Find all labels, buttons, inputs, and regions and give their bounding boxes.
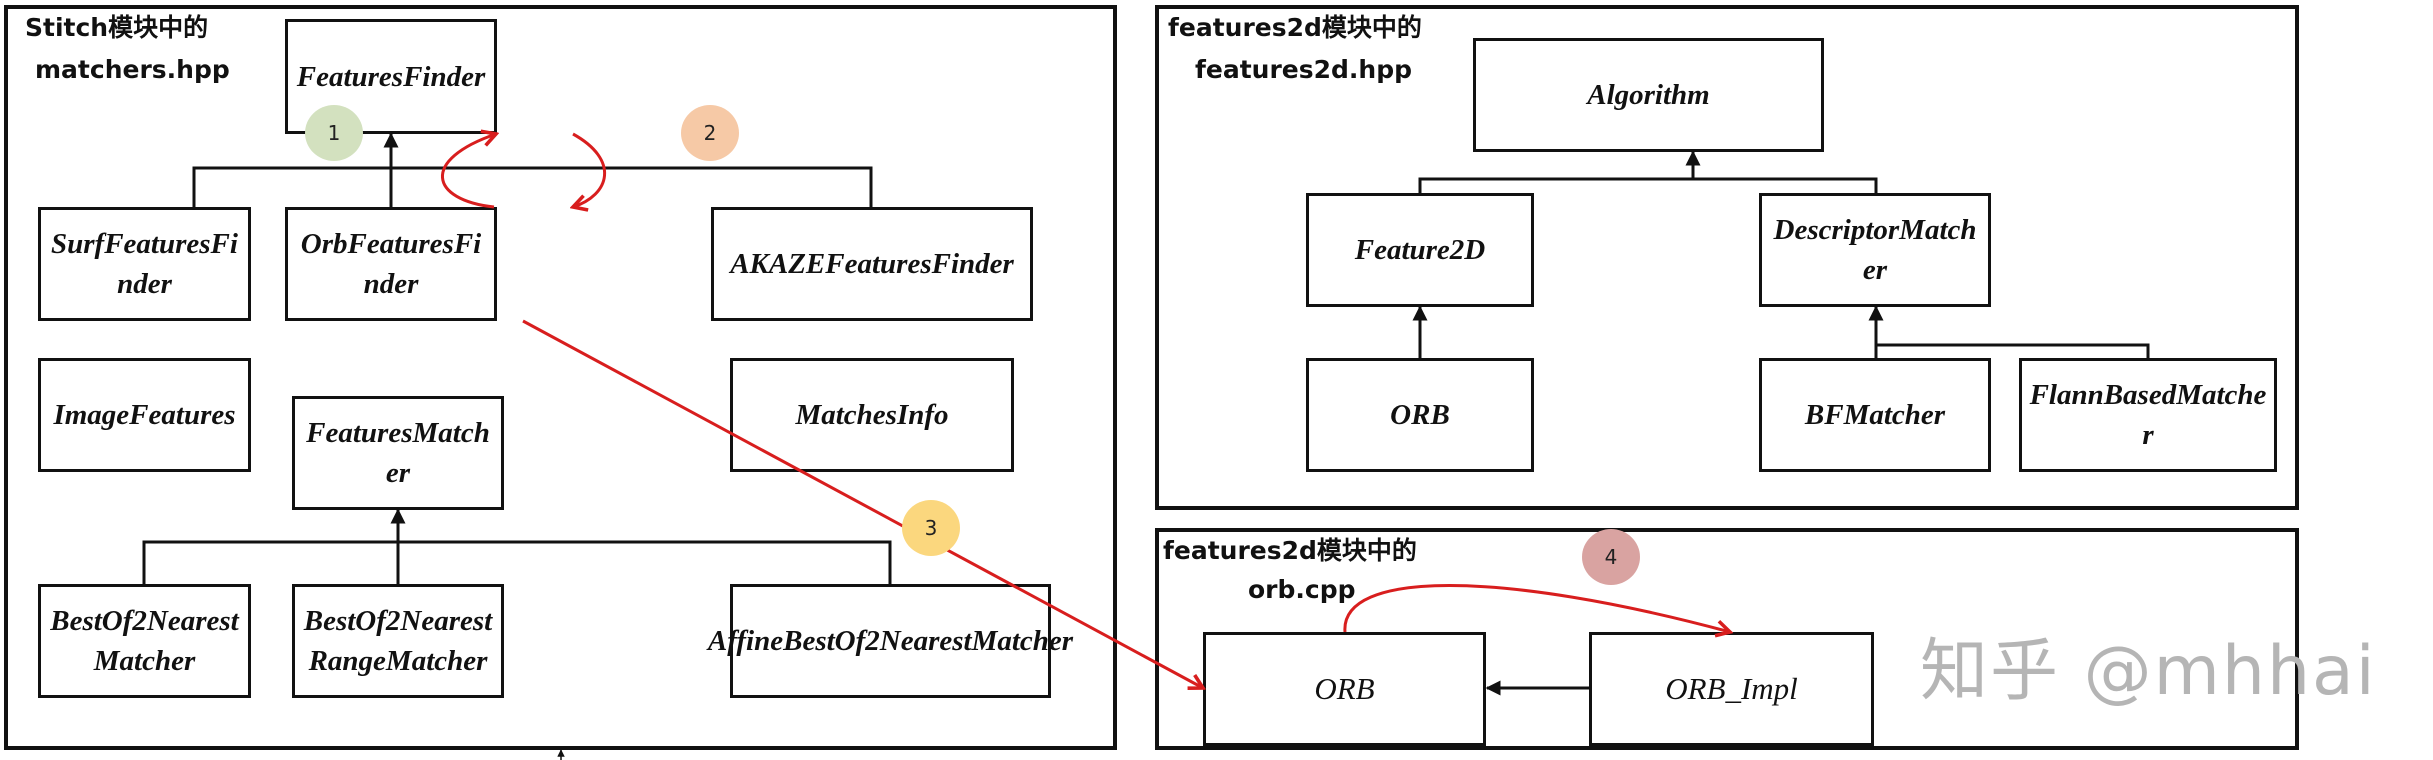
stitch-panel-title-line1: Stitch模块中的 [25, 13, 209, 42]
features2d-hpp-title-line1: features2d模块中的 [1168, 13, 1422, 42]
step-marker-3: 3 [902, 500, 960, 556]
class-image-features[interactable]: ImageFeatures [38, 358, 251, 472]
class-orb-impl[interactable]: ORB_Impl [1589, 632, 1874, 746]
class-akaze-features-finder[interactable]: AKAZEFeaturesFinder [711, 207, 1033, 321]
step-marker-1: 1 [305, 105, 363, 161]
class-bf-matcher[interactable]: BFMatcher [1759, 358, 1991, 472]
class-best-of-2-nearest-matcher[interactable]: BestOf2NearestMatcher [38, 584, 251, 698]
step-marker-4: 4 [1582, 529, 1640, 585]
class-features-matcher[interactable]: FeaturesMatcher [292, 396, 504, 510]
step-marker-3-label: 3 [924, 516, 938, 540]
class-affine-best-of-2-nearest-matcher[interactable]: AffineBestOf2NearestMatcher [708, 584, 1073, 698]
class-feature2d[interactable]: Feature2D [1306, 193, 1534, 307]
orb-cpp-title-line2: orb.cpp [1248, 575, 1356, 604]
class-flann-based-matcher[interactable]: FlannBasedMatcher [2019, 358, 2277, 472]
step-marker-1-label: 1 [327, 121, 341, 145]
class-algorithm[interactable]: Algorithm [1473, 38, 1824, 152]
class-matches-info[interactable]: MatchesInfo [730, 358, 1014, 472]
class-orb[interactable]: ORB [1306, 358, 1534, 472]
class-surf-features-finder[interactable]: SurfFeaturesFinder [38, 207, 251, 321]
class-orb-features-finder[interactable]: OrbFeaturesFinder [285, 207, 497, 321]
class-orb-cpp-orb[interactable]: ORB [1203, 632, 1486, 746]
step-marker-2: 2 [681, 105, 739, 161]
step-marker-4-label: 4 [1604, 545, 1618, 569]
stitch-panel-title-line2: matchers.hpp [35, 55, 230, 84]
orb-cpp-title-line1: features2d模块中的 [1163, 536, 1417, 565]
watermark-text: 知乎 @mhhai [1920, 632, 2377, 711]
step-marker-2-label: 2 [703, 121, 717, 145]
features2d-hpp-title-line2: features2d.hpp [1195, 55, 1412, 84]
class-descriptor-matcher[interactable]: DescriptorMatcher [1759, 193, 1991, 307]
class-best-of-2-nearest-range-matcher[interactable]: BestOf2NearestRangeMatcher [292, 584, 504, 698]
